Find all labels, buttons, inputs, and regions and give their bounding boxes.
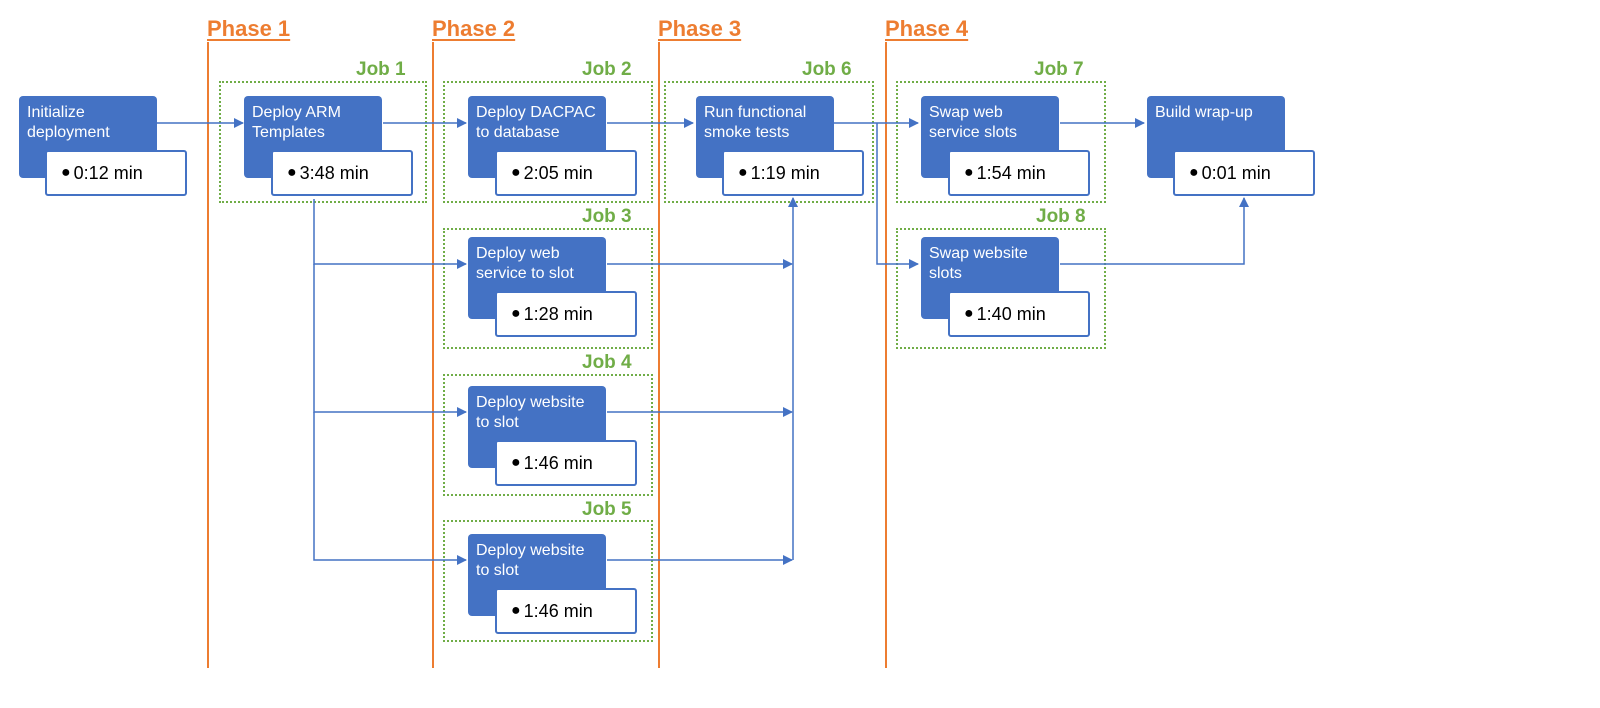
job-1-label: Job 1 — [356, 59, 406, 80]
phase-1-label: Phase 1 — [207, 16, 291, 41]
duration-badge: ●1:46 min — [495, 588, 637, 634]
phase-4-divider — [885, 42, 887, 668]
phase-2-label: Phase 2 — [432, 16, 516, 41]
job-4-label: Job 4 — [582, 352, 632, 373]
step-title: Deploy website to slot — [476, 542, 585, 579]
step-title: Deploy DACPAC to database — [476, 104, 596, 141]
bullet-icon: ● — [511, 602, 521, 619]
job-3-label: Job 3 — [582, 206, 632, 227]
step-title: Initialize deployment — [27, 104, 110, 141]
duration-badge: ●0:01 min — [1173, 150, 1315, 196]
job-6-box — [664, 81, 874, 203]
job-7-label: Job 7 — [1034, 59, 1084, 80]
step-title: Swap website slots — [929, 245, 1028, 282]
bullet-icon: ● — [287, 164, 297, 181]
duration-text: 2:05 min — [523, 162, 593, 183]
duration-badge: ●1:28 min — [495, 291, 637, 337]
bullet-icon: ● — [511, 454, 521, 471]
step-title: Deploy website to slot — [476, 394, 585, 431]
job-4-box — [443, 374, 653, 496]
duration-text: 1:46 min — [523, 452, 593, 473]
arrow-arm-to-website-b — [313, 412, 467, 565]
job-8-box — [896, 228, 1106, 349]
arrow-arm-to-web-service — [313, 199, 467, 269]
job-7-box — [896, 81, 1106, 203]
duration-text: 0:01 min — [1201, 162, 1271, 183]
step-title: Run functional smoke tests — [704, 104, 807, 141]
phase-1-divider — [207, 42, 209, 668]
bullet-icon: ● — [738, 164, 748, 181]
job-1-box — [219, 81, 427, 203]
duration-badge: ●3:48 min — [271, 150, 413, 196]
job-6-label: Job 6 — [802, 59, 852, 80]
job-3-box — [443, 228, 653, 349]
bullet-icon: ● — [61, 164, 71, 181]
duration-text: 1:28 min — [523, 303, 593, 324]
duration-text: 1:19 min — [750, 162, 820, 183]
phase-3-label: Phase 3 — [658, 16, 742, 41]
job-8-label: Job 8 — [1036, 206, 1086, 227]
duration-badge: ●1:46 min — [495, 440, 637, 486]
step-title: Build wrap-up — [1155, 104, 1253, 121]
job-2-box — [443, 81, 653, 203]
job-5-label: Job 5 — [582, 499, 632, 520]
duration-text: 0:12 min — [73, 162, 143, 183]
bullet-icon: ● — [511, 305, 521, 322]
duration-badge: ●1:40 min — [948, 291, 1090, 337]
duration-badge: ●1:19 min — [722, 150, 864, 196]
job-2-label: Job 2 — [582, 59, 632, 80]
duration-text: 1:40 min — [976, 303, 1046, 324]
duration-badge: ●0:12 min — [45, 150, 187, 196]
duration-badge: ●2:05 min — [495, 150, 637, 196]
duration-text: 1:54 min — [976, 162, 1046, 183]
phase-2-divider — [432, 42, 434, 668]
duration-badge: ●1:54 min — [948, 150, 1090, 196]
step-title: Deploy ARM Templates — [252, 104, 341, 141]
arrow-arm-to-website-a — [313, 264, 467, 417]
phase-3-divider — [658, 42, 660, 668]
arrow-smoke-to-swap-website — [876, 123, 919, 269]
step-title: Deploy web service to slot — [476, 245, 574, 282]
phase-4-label: Phase 4 — [885, 16, 969, 41]
job-5-box — [443, 520, 653, 642]
step-title: Swap web service slots — [929, 104, 1018, 141]
arrow-swap-website-to-wrapup — [1060, 197, 1249, 265]
bullet-icon: ● — [964, 164, 974, 181]
bullet-icon: ● — [964, 305, 974, 322]
duration-text: 3:48 min — [299, 162, 369, 183]
bullet-icon: ● — [511, 164, 521, 181]
duration-text: 1:46 min — [523, 600, 593, 621]
bullet-icon: ● — [1189, 164, 1199, 181]
